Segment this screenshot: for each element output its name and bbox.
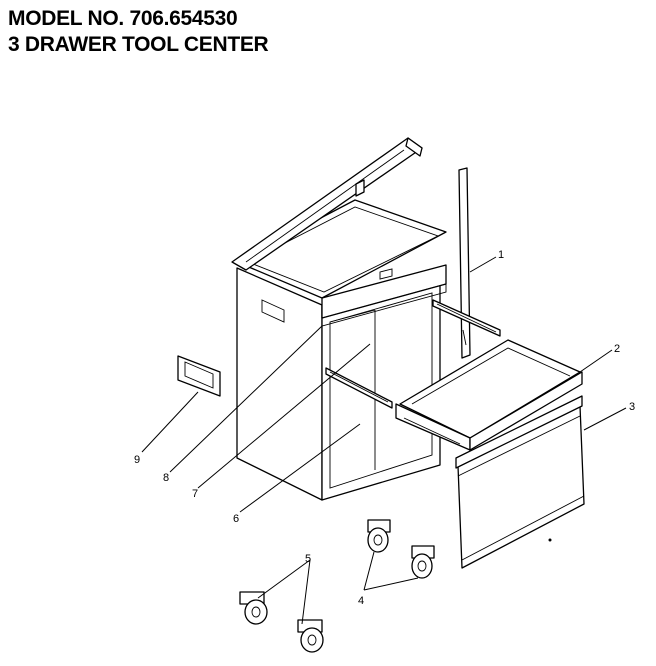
callout-5: 5	[305, 553, 311, 565]
callout-6: 6	[233, 513, 239, 525]
caster-swivel-2	[297, 619, 324, 653]
callout-1: 1	[498, 249, 504, 261]
caster-swivel-1	[239, 591, 268, 625]
cabinet-lid	[231, 137, 423, 271]
product-name: 3 DRAWER TOOL CENTER	[8, 33, 269, 56]
caster-rigid-1	[367, 519, 391, 553]
drawer-slides	[325, 299, 501, 409]
model-number: MODEL NO. 706.654530	[8, 7, 238, 30]
pulled-out-drawer	[395, 339, 583, 451]
leader-lines	[141, 256, 627, 625]
title-block: MODEL NO. 706.654530 3 DRAWER TOOL CENTE…	[8, 6, 269, 58]
lid-support-rod	[458, 167, 471, 359]
callout-8: 8	[163, 472, 169, 484]
side-handle	[177, 355, 221, 397]
callout-4: 4	[358, 595, 364, 607]
callout-7: 7	[192, 488, 198, 500]
callout-3: 3	[629, 401, 635, 413]
cabinet-body	[236, 199, 447, 501]
bottom-drawer-panel	[455, 395, 585, 569]
callout-2: 2	[614, 343, 620, 355]
callout-9: 9	[134, 454, 140, 466]
caster-rigid-2	[411, 545, 435, 579]
